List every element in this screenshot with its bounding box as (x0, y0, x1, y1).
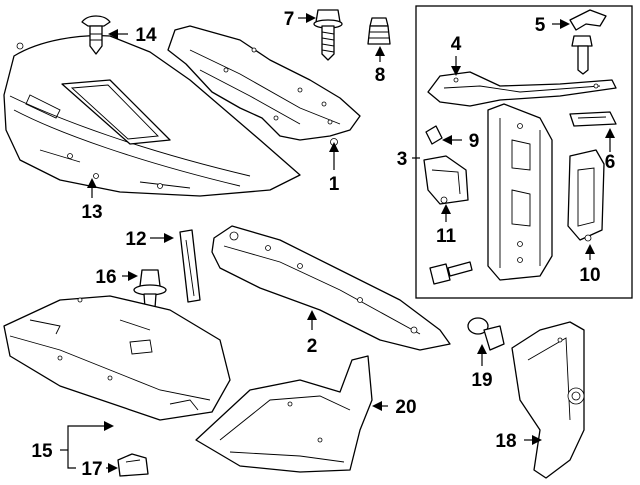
leader-lines (60, 13, 615, 473)
callout-1: 1 (329, 174, 340, 195)
part-16-grommet (133, 269, 167, 309)
part-9-clip (425, 125, 443, 145)
part-8-cushion (367, 17, 391, 45)
callout-16: 16 (95, 267, 116, 288)
callout-14: 14 (135, 25, 157, 46)
callout-5: 5 (535, 15, 546, 36)
callout-2: 2 (307, 336, 318, 357)
part-15-under-cover (3, 295, 231, 421)
callout-11: 11 (436, 226, 457, 247)
part-2-support-member (211, 225, 451, 351)
callout-8: 8 (375, 65, 386, 86)
callout-7: 7 (284, 9, 295, 30)
callout-6: 6 (605, 152, 616, 173)
part-1-upper-cover (167, 25, 361, 146)
callout-labels: 1 2 3 4 5 6 7 8 9 10 11 12 13 14 15 16 1… (31, 9, 615, 480)
callout-15: 15 (31, 441, 53, 462)
part-13-cover-panel (3, 35, 301, 197)
part-12-seal-strip (179, 229, 201, 303)
part-18-fender-liner (511, 321, 585, 479)
part-7-bolt (313, 9, 343, 61)
part-10-bracket (567, 149, 605, 242)
callout-12: 12 (125, 229, 146, 250)
part-5-bracket (569, 9, 607, 75)
part-14-clip (81, 15, 111, 55)
callout-18: 18 (495, 431, 516, 452)
part-17-clip (117, 453, 149, 477)
part-6-bracket (569, 111, 617, 127)
callout-17: 17 (81, 459, 102, 480)
callout-4: 4 (451, 34, 462, 55)
part-11-bracket (423, 155, 469, 205)
frame-bolt (429, 261, 473, 285)
part-19-clip (467, 317, 505, 351)
callout-9: 9 (469, 131, 480, 152)
callout-13: 13 (81, 202, 102, 223)
callout-20: 20 (395, 397, 416, 418)
part-4-brace (427, 71, 617, 107)
side-support-member (487, 103, 553, 281)
part-3-group-frame (415, 5, 633, 299)
callout-3: 3 (397, 149, 408, 170)
callout-10: 10 (579, 265, 600, 286)
part-20-splash-shield (195, 355, 373, 473)
callout-19: 19 (471, 370, 492, 391)
